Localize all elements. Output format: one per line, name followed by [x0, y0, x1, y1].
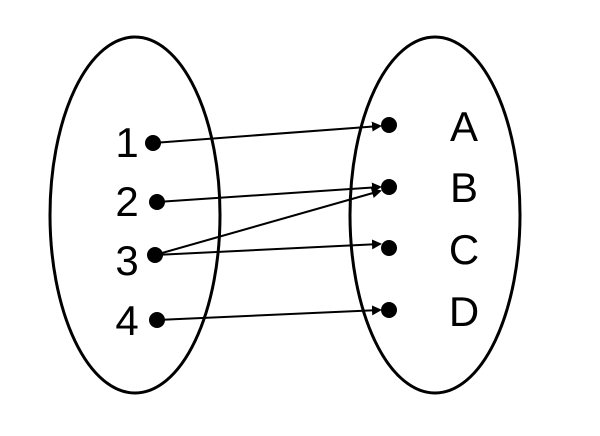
arrow-3-to-c — [154, 239, 382, 256]
domain-label-1: 1 — [115, 119, 138, 166]
domain-label-4: 4 — [115, 297, 138, 344]
codomain-dot-d — [381, 302, 397, 318]
domain-dot-3 — [147, 247, 163, 263]
domain-dot-2 — [149, 194, 165, 210]
arrow-1-to-a — [152, 121, 382, 144]
codomain-label-b: B — [450, 164, 478, 211]
codomain-label-a: A — [450, 103, 478, 150]
codomain-dot-c — [381, 240, 397, 256]
arrow-3-to-b — [154, 188, 382, 256]
domain-label-2: 2 — [115, 178, 138, 225]
codomain-label-c: C — [449, 226, 479, 273]
domain-set-ellipse — [48, 35, 222, 395]
arrow-4-to-d — [156, 305, 382, 321]
codomain-dot-b — [381, 179, 397, 195]
arrow-2-to-b — [156, 182, 382, 203]
domain-label-3: 3 — [115, 237, 138, 284]
codomain-set-ellipse — [348, 35, 522, 395]
codomain-label-d: D — [449, 288, 479, 335]
domain-dot-1 — [145, 135, 161, 151]
domain-dot-4 — [149, 312, 165, 328]
codomain-dot-a — [381, 117, 397, 133]
